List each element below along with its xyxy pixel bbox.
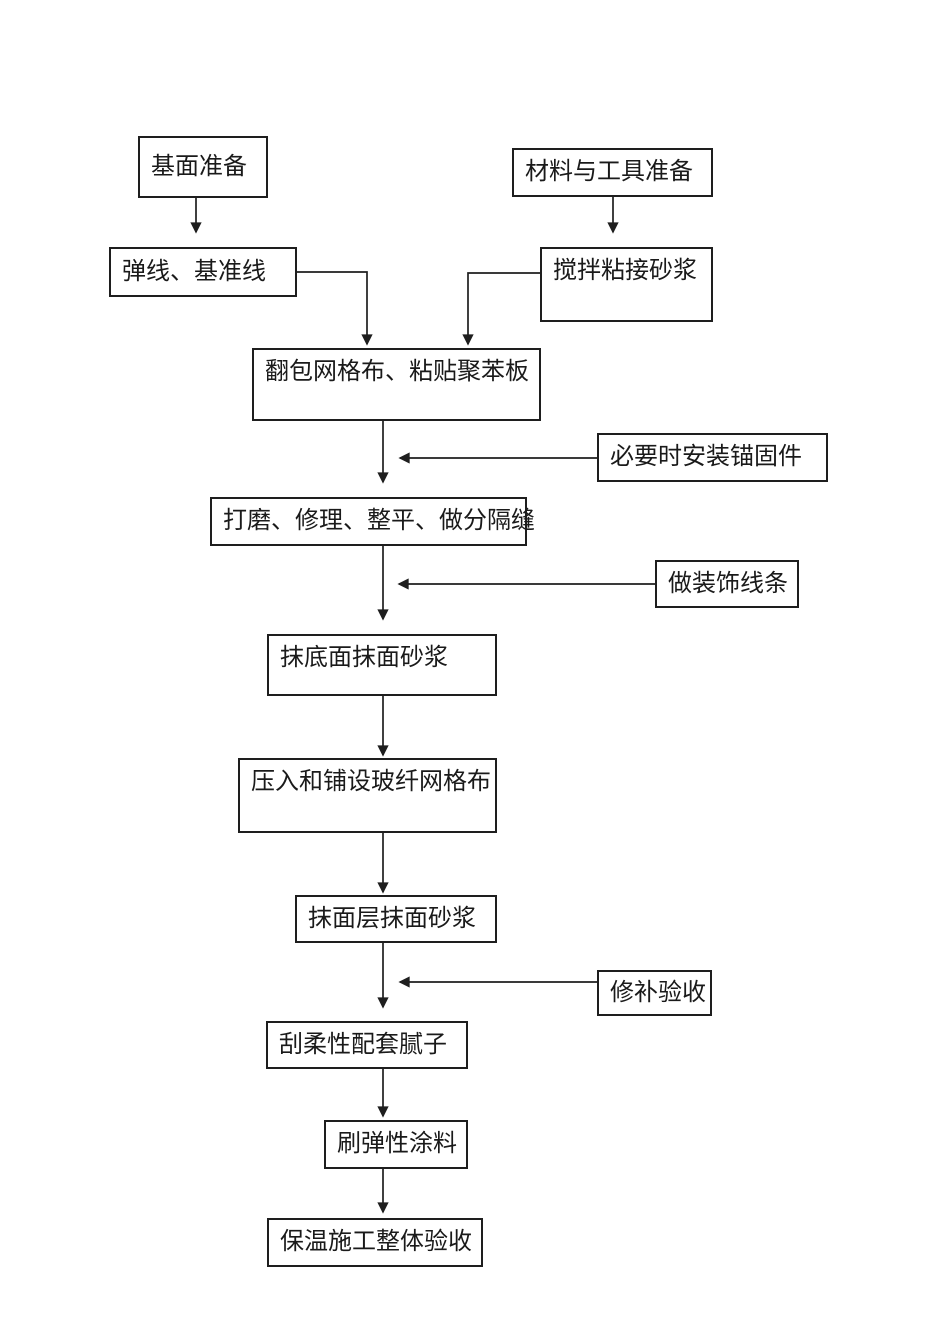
flow-node-decor-lines: 做装饰线条	[655, 560, 799, 608]
flow-node-press-fiber-mesh: 压入和铺设玻纤网格布	[238, 758, 497, 833]
flow-node-wrap-mesh-board: 翻包网格布、粘贴聚苯板	[252, 348, 541, 421]
flow-node-flexible-putty: 刮柔性配套腻子	[266, 1021, 468, 1069]
arrow-mix-mortar-to-wrap-mesh	[462, 272, 540, 346]
flow-node-repair-accept: 修补验收	[597, 970, 712, 1016]
flow-node-polish-level: 打磨、修理、整平、做分隔缝	[210, 497, 535, 546]
flow-node-snap-lines: 弹线、基准线	[109, 247, 297, 297]
flow-node-mix-mortar: 搅拌粘接砂浆	[540, 247, 713, 322]
flow-node-base-prep: 基面准备	[138, 136, 268, 198]
flow-node-base-coat: 抹底面抹面砂浆	[267, 634, 497, 696]
flow-node-anchor-fixings: 必要时安装锚固件	[597, 433, 828, 482]
flow-node-material-tool-prep: 材料与工具准备	[512, 148, 713, 197]
arrow-snap-lines-to-wrap-mesh	[297, 271, 373, 346]
flow-node-final-acceptance: 保温施工整体验收	[267, 1218, 483, 1267]
flow-node-face-coat: 抹面层抹面砂浆	[295, 895, 497, 943]
flow-node-elastic-paint: 刷弹性涂料	[324, 1120, 468, 1169]
